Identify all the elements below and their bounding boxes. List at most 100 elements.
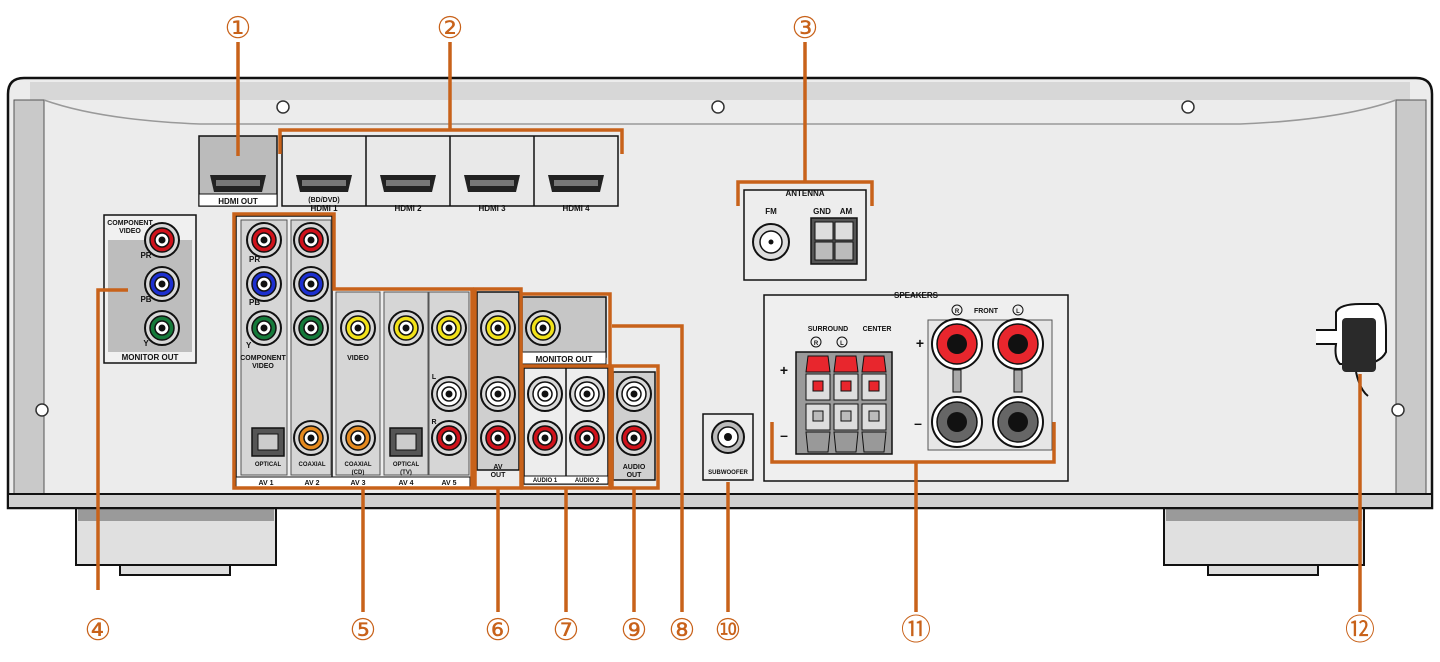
av1-component-label-2: VIDEO bbox=[252, 363, 274, 370]
callout-number-12: ⑫ bbox=[1345, 614, 1375, 647]
monitor-pr-jack[interactable] bbox=[144, 222, 180, 258]
av2-label: AV 2 bbox=[304, 480, 319, 487]
hdmi-out-label: HDMI OUT bbox=[218, 197, 258, 206]
av2-coaxial-jack[interactable] bbox=[293, 420, 329, 456]
left-foot bbox=[75, 506, 277, 576]
monitor-y-jack[interactable] bbox=[144, 310, 180, 346]
callout-number-5: ⑤ bbox=[350, 614, 377, 647]
front-label: FRONT bbox=[974, 308, 999, 315]
av5-audio-l-jack[interactable] bbox=[431, 376, 467, 412]
audio1-l-jack[interactable] bbox=[527, 376, 563, 412]
monitor-pb-jack[interactable] bbox=[144, 266, 180, 302]
av1-label: AV 1 bbox=[258, 480, 273, 487]
front-r-negative-post[interactable] bbox=[931, 396, 983, 448]
audio2-r-jack[interactable] bbox=[569, 420, 605, 456]
hdmi-4-port[interactable] bbox=[548, 175, 604, 192]
callout-number-6: ⑥ bbox=[485, 614, 512, 647]
callout-number-1: ① bbox=[225, 12, 252, 45]
av-out-label-1: AV bbox=[493, 464, 503, 471]
hdmi-out-port[interactable] bbox=[210, 175, 266, 192]
av1-pr-jack[interactable] bbox=[246, 222, 282, 258]
hdmi-out-block bbox=[198, 135, 278, 207]
audio-out-r-jack[interactable] bbox=[616, 420, 652, 456]
surround-label: SURROUND bbox=[808, 326, 848, 333]
front-l-negative-post[interactable] bbox=[992, 396, 1044, 448]
subwoofer-jack[interactable] bbox=[711, 420, 745, 454]
center-spring-terminal[interactable] bbox=[861, 355, 887, 453]
front-plus-label: + bbox=[916, 335, 924, 351]
power-cord bbox=[1316, 303, 1387, 397]
audio2-l-jack[interactable] bbox=[569, 376, 605, 412]
av1-pb-label: PB bbox=[249, 298, 260, 307]
monitor-out-video-jack[interactable] bbox=[525, 310, 561, 346]
audio1-r-jack[interactable] bbox=[527, 420, 563, 456]
av1-pb-jack[interactable] bbox=[246, 266, 282, 302]
hdmi-inputs-block bbox=[281, 135, 619, 207]
av3-video-jack[interactable] bbox=[340, 310, 376, 346]
audio-out-label-1: AUDIO bbox=[623, 464, 646, 471]
audio-out-label-2: OUT bbox=[627, 472, 643, 479]
svg-text:L: L bbox=[840, 341, 844, 347]
av5-video-jack[interactable] bbox=[431, 310, 467, 346]
av3-coaxial-jack[interactable] bbox=[340, 420, 376, 456]
surround-minus-label: – bbox=[780, 427, 788, 443]
callout-number-2: ② bbox=[437, 12, 464, 45]
av-out-video-jack[interactable] bbox=[480, 310, 516, 346]
callout-number-7: ⑦ bbox=[553, 614, 580, 647]
am-gnd-terminal[interactable] bbox=[810, 217, 858, 265]
av2-pr-jack[interactable] bbox=[293, 222, 329, 258]
audio-out-l-jack[interactable] bbox=[616, 376, 652, 412]
av3-cd-label: (CD) bbox=[352, 470, 365, 476]
surround-l-mark: L bbox=[836, 336, 848, 348]
right-foot bbox=[1163, 506, 1365, 576]
audio2-label: AUDIO 2 bbox=[575, 478, 600, 484]
av2-y-jack[interactable] bbox=[293, 310, 329, 346]
av4-video-jack[interactable] bbox=[388, 310, 424, 346]
av1-pr-label: PR bbox=[249, 255, 260, 264]
callout-lines bbox=[96, 42, 1362, 612]
av2-pb-jack[interactable] bbox=[293, 266, 329, 302]
av5-l-label: L bbox=[432, 374, 437, 381]
av1-y-jack[interactable] bbox=[246, 310, 282, 346]
hdmi-1-label: HDMI 1 bbox=[310, 204, 338, 213]
front-minus-label: – bbox=[914, 415, 922, 431]
subwoofer-label: SUBWOOFER bbox=[708, 470, 748, 476]
fm-antenna-jack[interactable] bbox=[752, 223, 790, 261]
hdmi-3-label: HDMI 3 bbox=[478, 204, 506, 213]
av3-coaxial-label: COAXIAL bbox=[345, 462, 372, 468]
av4-label: AV 4 bbox=[398, 480, 413, 487]
surround-l-spring-terminal[interactable] bbox=[833, 355, 859, 453]
front-l-positive-post[interactable] bbox=[992, 318, 1044, 370]
hdmi-4-label: HDMI 4 bbox=[562, 204, 590, 213]
monitor-y-label: Y bbox=[143, 339, 149, 348]
fm-label: FM bbox=[765, 207, 777, 216]
svg-text:R: R bbox=[955, 309, 960, 315]
av1-y-label: Y bbox=[246, 341, 252, 350]
surround-r-mark: R bbox=[810, 336, 822, 348]
av5-r-label: R bbox=[431, 419, 436, 426]
front-l-mark: L bbox=[1012, 304, 1024, 316]
av1-optical-port[interactable] bbox=[251, 427, 285, 457]
av3-video-label: VIDEO bbox=[347, 355, 369, 362]
chassis-screws bbox=[35, 100, 1405, 417]
monitor-pb-label: PB bbox=[140, 295, 151, 304]
av-out-audio-l-jack[interactable] bbox=[480, 376, 516, 412]
hdmi-1-port[interactable] bbox=[296, 175, 352, 192]
monitor-out-label: MONITOR OUT bbox=[122, 353, 179, 362]
hdmi-3-port[interactable] bbox=[464, 175, 520, 192]
callout-number-10: ⑩ bbox=[715, 614, 742, 647]
audio1-label: AUDIO 1 bbox=[533, 478, 558, 484]
hdmi-2-port[interactable] bbox=[380, 175, 436, 192]
svg-text:R: R bbox=[814, 341, 819, 347]
gnd-label: GND bbox=[813, 207, 831, 216]
hdmi-1-sub-label: (BD/DVD) bbox=[308, 197, 340, 204]
av5-audio-r-jack[interactable] bbox=[431, 420, 467, 456]
av5-label: AV 5 bbox=[441, 480, 456, 487]
svg-text:L: L bbox=[1016, 309, 1020, 315]
surround-r-spring-terminal[interactable] bbox=[805, 355, 831, 453]
speakers-label: SPEAKERS bbox=[894, 291, 939, 300]
av4-optical-port[interactable] bbox=[389, 427, 423, 457]
front-r-positive-post[interactable] bbox=[931, 318, 983, 370]
av-out-audio-r-jack[interactable] bbox=[480, 420, 516, 456]
